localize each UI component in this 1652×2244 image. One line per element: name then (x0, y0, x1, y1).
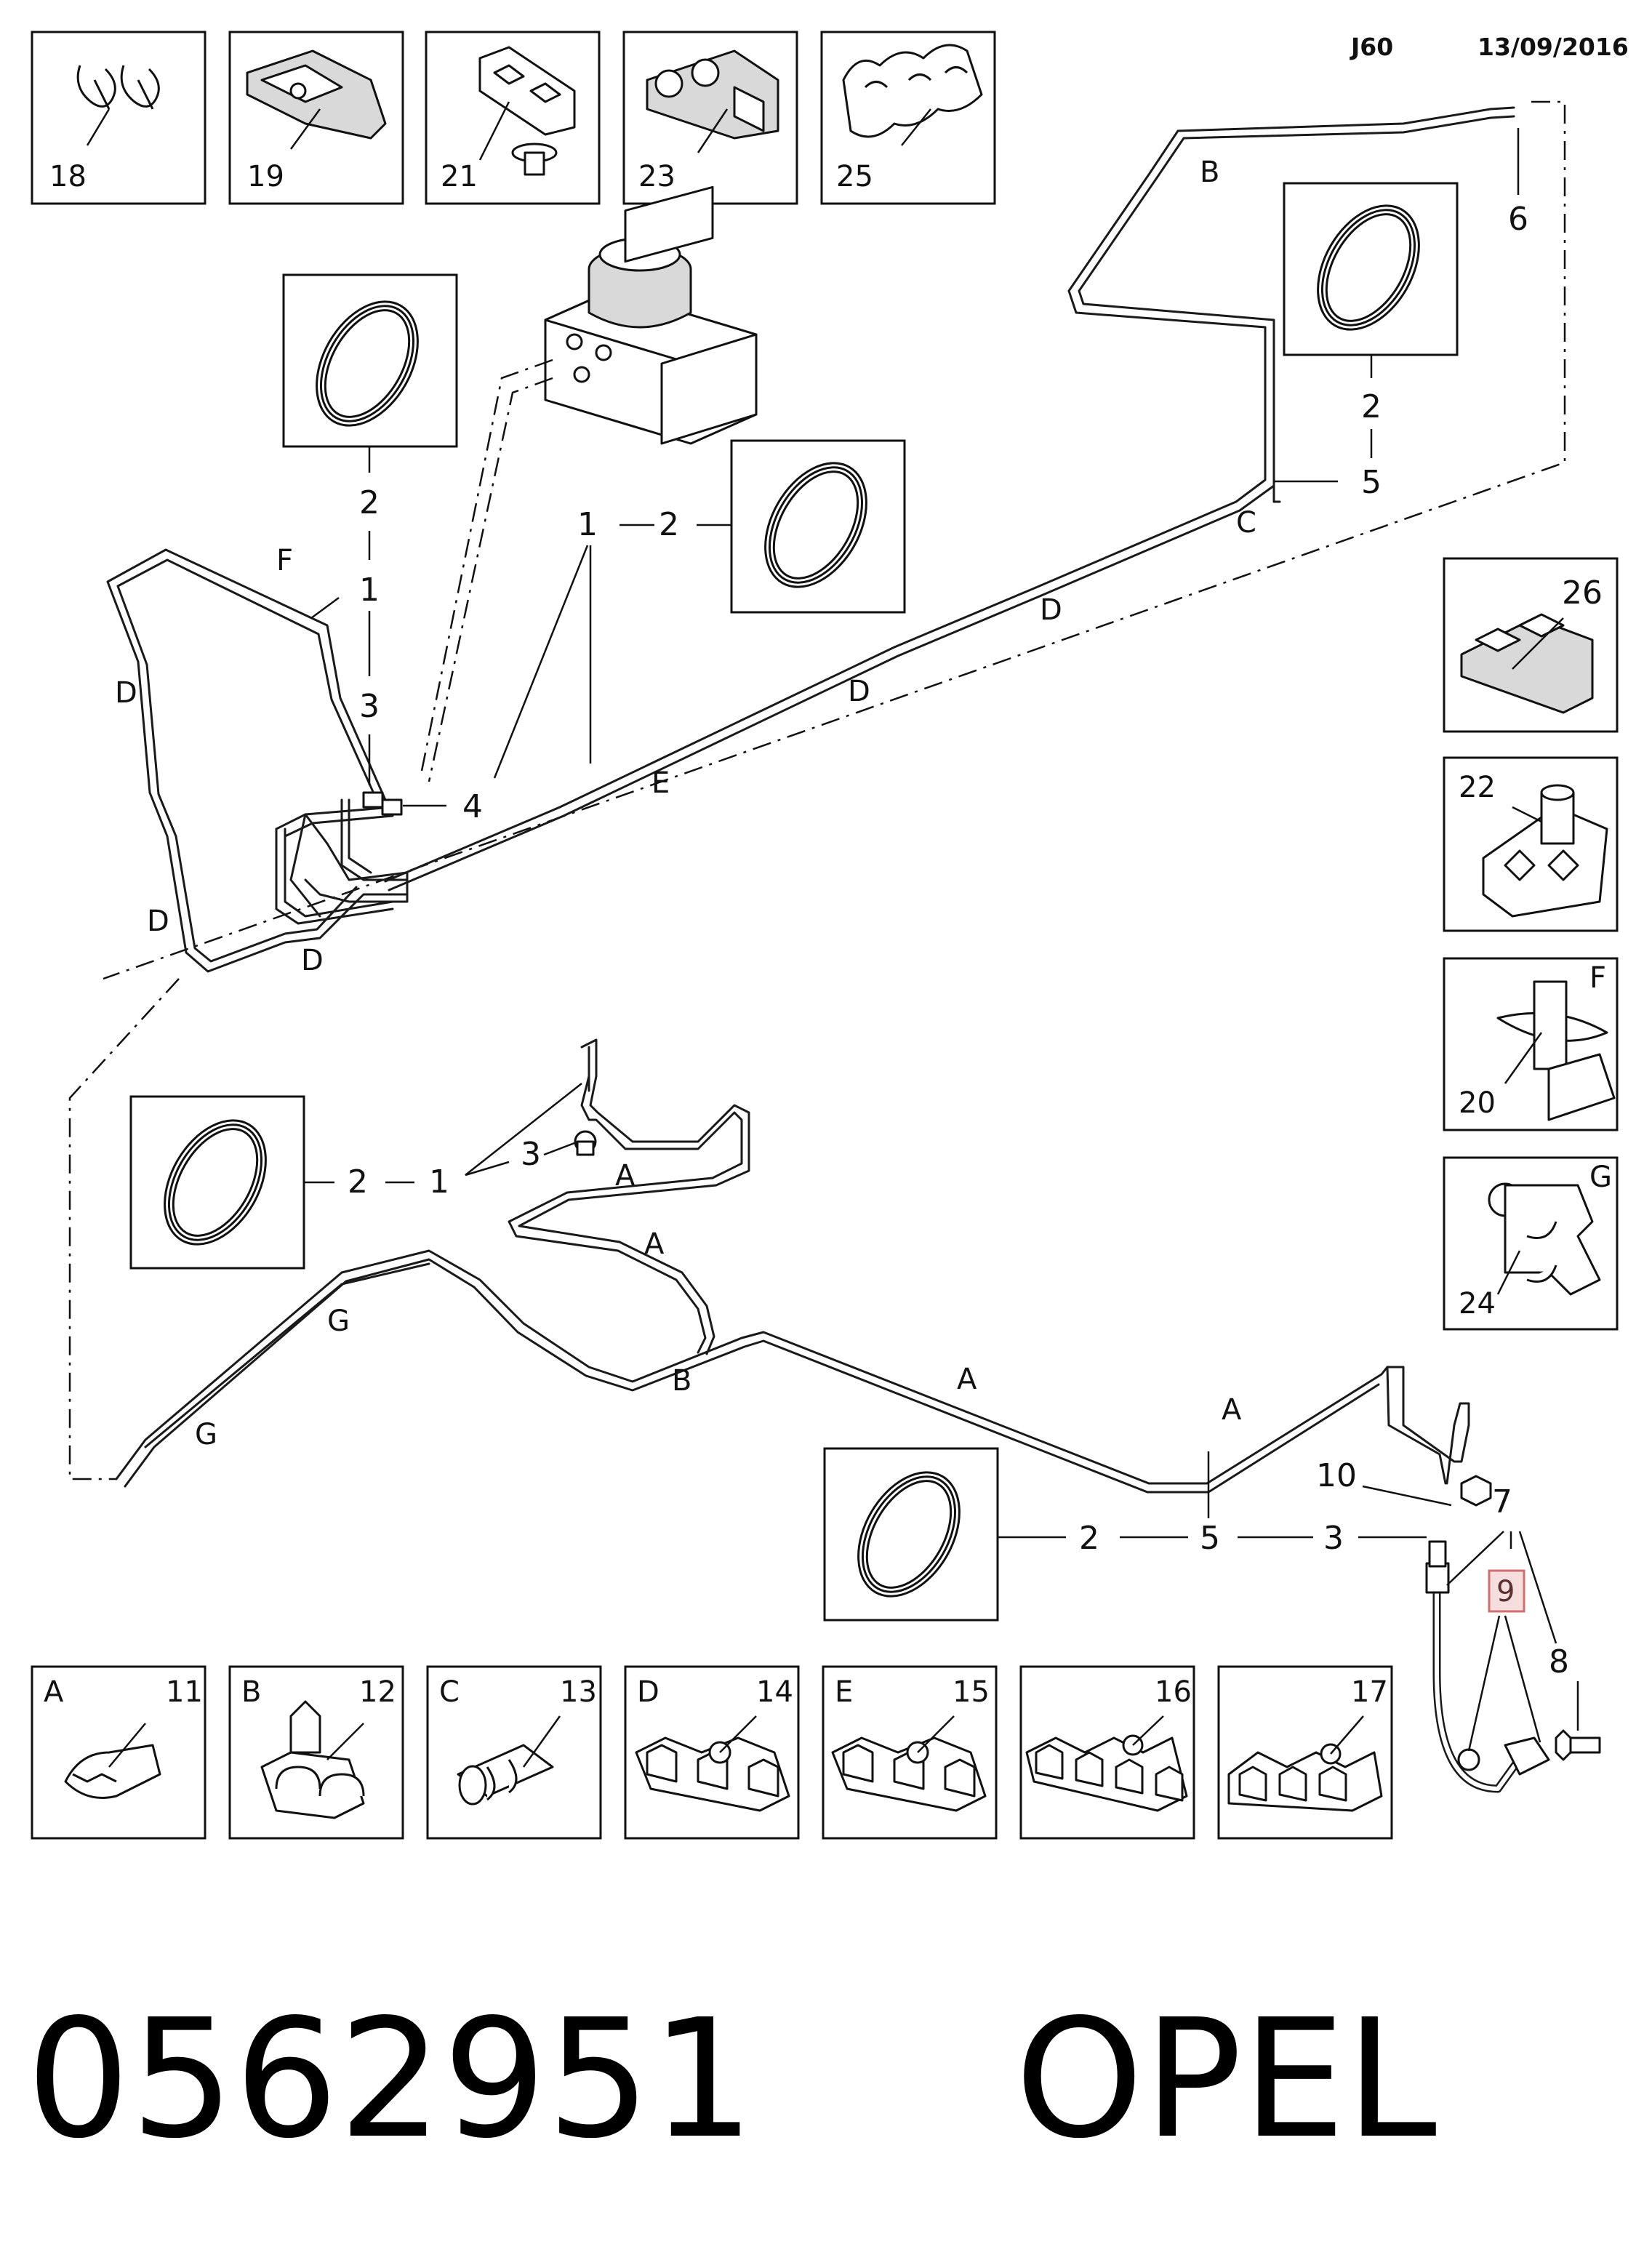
thumbnail-18-number: 18 (49, 160, 87, 193)
coil-box-left[interactable] (129, 1095, 305, 1270)
clip-letter-A-3: A (957, 1363, 977, 1396)
thumbnail-12[interactable]: B 12 (228, 1665, 404, 1840)
coil-box-middle[interactable] (730, 439, 906, 614)
thumbnail-23-number: 23 (638, 160, 675, 193)
callout-2-d: 2 (348, 1163, 368, 1201)
thumbnail-14-letter: D (637, 1675, 659, 1709)
thumbnail-19[interactable]: 19 (228, 31, 404, 205)
callout-6: 6 (1508, 201, 1528, 238)
callout-1-a: 1 (359, 572, 380, 609)
thumbnail-15[interactable]: E 15 (822, 1665, 998, 1840)
thumbnail-12-letter: B (241, 1675, 261, 1709)
callout-2-a: 2 (359, 484, 380, 521)
brake-pipe-upper (384, 106, 1515, 891)
clip-letter-C: C (1236, 506, 1256, 540)
thumbnail-14-number: 14 (756, 1675, 793, 1709)
callout-9: 9 (1496, 1575, 1515, 1608)
callout-1-b: 1 (577, 506, 598, 543)
thumbnail-21[interactable]: 21 (425, 31, 601, 205)
thumbnail-16-number: 16 (1155, 1675, 1192, 1709)
thumbnail-11-letter: A (44, 1675, 64, 1709)
thumbnail-26[interactable]: 26 (1443, 557, 1619, 733)
coil-box-top-right[interactable] (1283, 182, 1459, 356)
clip-letter-A-1: A (615, 1159, 635, 1193)
connector-line-abs-2 (428, 377, 553, 782)
callout-2-c: 2 (1361, 388, 1382, 425)
part-number-label: 0562951 OPEL (26, 1984, 1437, 2175)
thumbnail-13[interactable]: C 13 (426, 1665, 602, 1840)
thumbnail-19-number: 19 (247, 160, 284, 193)
callout-3-a: 3 (359, 688, 380, 725)
clip-letter-D-2: D (848, 675, 870, 708)
brake-pipe-left-loop (106, 548, 409, 973)
clip-letter-E: E (651, 766, 670, 800)
coil-box-bottom[interactable] (823, 1447, 999, 1622)
callout-5-a: 5 (1361, 464, 1382, 501)
clip-letter-A-4: A (1222, 1393, 1242, 1427)
clip-letter-B-lower: B (672, 1364, 691, 1398)
clip-letter-B-upper: B (1200, 156, 1219, 189)
thumbnail-24[interactable]: G 24 (1443, 1156, 1619, 1331)
clip-letter-D-4: D (147, 905, 169, 938)
clip-letter-G-2: G (195, 1418, 217, 1451)
callout-7: 7 (1492, 1483, 1512, 1520)
callout-10: 10 (1316, 1457, 1357, 1494)
thumbnail-11[interactable]: A 11 (31, 1665, 206, 1840)
callout-8: 8 (1549, 1643, 1569, 1680)
thumbnail-23[interactable]: 23 (622, 31, 798, 205)
thumbnail-24-number: 24 (1459, 1287, 1496, 1321)
thumbnail-16[interactable]: 16 (1019, 1665, 1195, 1840)
callout-5-b: 5 (1200, 1520, 1220, 1557)
callout-4: 4 (462, 788, 483, 825)
connector-line-upper (103, 100, 1566, 980)
clip-letter-D-1: D (1040, 593, 1062, 627)
thumbnail-18[interactable]: 18 (31, 31, 206, 205)
clip-letter-F: F (276, 544, 293, 577)
thumbnail-20-letter: F (1589, 961, 1606, 995)
thumbnail-20-number: 20 (1459, 1086, 1496, 1120)
thumbnail-22-number: 22 (1459, 771, 1496, 804)
brake-pipe-lower (115, 1038, 1470, 1494)
leader-lines (304, 128, 1579, 1752)
callout-1-c: 1 (429, 1163, 449, 1201)
thumbnail-13-letter: C (439, 1675, 460, 1709)
thumbnail-26-number: 26 (1562, 574, 1603, 612)
thumbnail-13-number: 13 (560, 1675, 597, 1709)
callout-9-highlight[interactable] (1488, 1569, 1525, 1613)
thumbnail-20[interactable]: F 20 (1443, 957, 1619, 1131)
clip-letter-D-3: D (115, 676, 137, 710)
thumbnail-17-number: 17 (1351, 1675, 1388, 1709)
thumbnail-14[interactable]: D 14 (624, 1665, 800, 1840)
connector-line-abs (420, 358, 553, 772)
abs-hydraulic-unit[interactable] (544, 185, 758, 445)
thumbnail-17[interactable]: 17 (1217, 1665, 1393, 1840)
thumbnail-15-letter: E (835, 1675, 853, 1709)
diagram-code: J60 (1350, 33, 1393, 61)
connector-line-left (68, 978, 180, 1480)
clip-letter-A-2: A (644, 1227, 665, 1261)
thumbnail-11-number: 11 (166, 1675, 203, 1709)
coil-box-top-left[interactable] (282, 273, 458, 448)
thumbnail-25[interactable]: 25 (820, 31, 996, 205)
callout-3-b: 3 (521, 1136, 541, 1173)
clip-letter-D-5: D (301, 944, 324, 977)
thumbnail-15-number: 15 (953, 1675, 990, 1709)
callout-2-b: 2 (659, 506, 679, 543)
thumbnail-21-number: 21 (441, 160, 478, 193)
callout-3-c: 3 (1323, 1520, 1344, 1557)
brake-hose-assembly[interactable] (1425, 1475, 1601, 1793)
thumbnail-12-number: 12 (359, 1675, 396, 1709)
clip-letter-G-1: G (327, 1305, 350, 1338)
diagram-date: 13/09/2016 (1477, 33, 1629, 61)
callout-2-e: 2 (1079, 1520, 1099, 1557)
thumbnail-24-letter: G (1589, 1161, 1612, 1194)
thumbnail-25-number: 25 (836, 160, 873, 193)
thumbnail-22[interactable]: 22 (1443, 756, 1619, 932)
